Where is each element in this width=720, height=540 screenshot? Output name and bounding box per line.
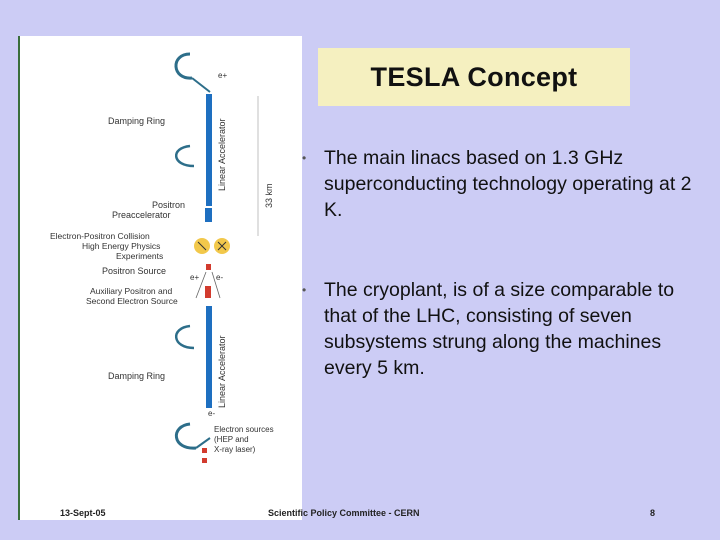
label-experiments: Experiments xyxy=(116,251,163,261)
bullet-1: • The main linacs based on 1.3 GHz super… xyxy=(302,145,712,223)
label-collision: Electron-Positron Collision xyxy=(50,231,150,241)
tesla-layout-diagram: e+ Linear Accelerator 33 km Damping Ring… xyxy=(18,36,302,520)
label-positron-source: Positron Source xyxy=(102,266,166,276)
label-preaccelerator: Preaccelerator xyxy=(112,210,171,220)
bullet-2: • The cryoplant, is of a size comparable… xyxy=(302,277,712,381)
label-e-plus-mid: e+ xyxy=(190,273,199,282)
label-positron: Positron xyxy=(152,200,185,210)
label-length: 33 km xyxy=(264,183,274,208)
label-aux-source-1: Auxiliary Positron and xyxy=(90,286,172,296)
title-box: TESLA Concept xyxy=(318,48,630,106)
label-aux-source-2: Second Electron Source xyxy=(86,296,178,306)
positron-preacc-ring xyxy=(175,144,195,168)
linac-bottom xyxy=(206,306,212,408)
label-hep-and: (HEP and xyxy=(214,435,249,444)
label-e-minus-bottom: e- xyxy=(208,409,215,418)
linac-top xyxy=(206,94,212,206)
tesla-diagram-svg: e+ Linear Accelerator 33 km Damping Ring… xyxy=(50,52,274,463)
positron-source xyxy=(206,264,211,270)
positron-preaccelerator xyxy=(205,208,212,222)
label-xray-laser: X-ray laser) xyxy=(214,445,256,454)
bullet-dot-1: • xyxy=(302,151,307,165)
label-linac-top: Linear Accelerator xyxy=(217,118,227,191)
label-linac-bottom: Linear Accelerator xyxy=(217,335,227,408)
label-e-minus-mid: e- xyxy=(216,273,223,282)
electron-ring xyxy=(175,324,195,350)
footer-page-number: 8 xyxy=(650,508,656,518)
slide-title: TESLA Concept xyxy=(370,61,578,92)
label-electron-sources: Electron sources xyxy=(214,425,274,434)
bullet-text-1: The main linacs based on 1.3 GHz superco… xyxy=(324,147,692,221)
label-damping-ring-bottom: Damping Ring xyxy=(108,371,165,381)
damping-ring-top xyxy=(174,52,211,93)
footer-date: 13-Sept-05 xyxy=(60,508,106,518)
footer-committee: Scientific Policy Committee - CERN xyxy=(268,508,420,518)
label-hep: High Energy Physics xyxy=(82,241,160,251)
label-e-plus-top: e+ xyxy=(218,71,227,80)
bullet-dot-2: • xyxy=(302,283,307,297)
bullet-text-2: The cryoplant, is of a size comparable t… xyxy=(324,279,675,379)
damping-ring-bottom xyxy=(174,422,211,450)
electron-source-1 xyxy=(202,448,207,453)
aux-source xyxy=(205,286,211,298)
label-damping-ring-top: Damping Ring xyxy=(108,116,165,126)
electron-source-2 xyxy=(202,458,207,463)
